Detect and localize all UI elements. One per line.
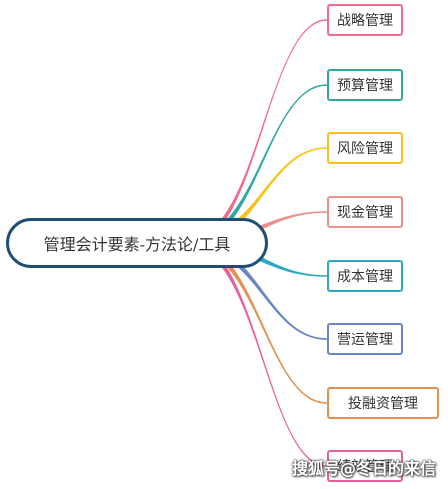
branch-node-label: 营运管理 — [337, 332, 393, 348]
branch-node-label: 战略管理 — [337, 13, 393, 29]
branch-node-3[interactable]: 风险管理 — [327, 132, 403, 164]
root-node[interactable]: 管理会计要素-方法论/工具 — [6, 218, 268, 268]
branch-node-5[interactable]: 成本管理 — [327, 260, 403, 292]
branch-node-6[interactable]: 营运管理 — [327, 323, 403, 355]
branch-node-label: 投融资管理 — [348, 396, 418, 412]
watermark-text: 搜狐号@冬日的来信 — [292, 459, 437, 478]
branch-node-8[interactable]: 绩效管理 — [327, 450, 403, 482]
branch-node-label: 风险管理 — [337, 141, 393, 157]
branch-node-7[interactable]: 投融资管理 — [327, 387, 439, 419]
branch-node-1[interactable]: 战略管理 — [327, 4, 403, 36]
branch-node-label: 预算管理 — [337, 78, 393, 94]
root-node-label: 管理会计要素-方法论/工具 — [43, 235, 231, 254]
branch-node-label: 绩效管理 — [337, 459, 393, 475]
branch-node-label: 成本管理 — [337, 269, 393, 285]
connector-8 — [188, 239, 327, 467]
watermark: 搜狐号@冬日的来信 — [292, 455, 436, 479]
branch-node-2[interactable]: 预算管理 — [327, 69, 403, 101]
branch-node-4[interactable]: 现金管理 — [327, 196, 403, 228]
branch-node-label: 现金管理 — [337, 205, 393, 221]
